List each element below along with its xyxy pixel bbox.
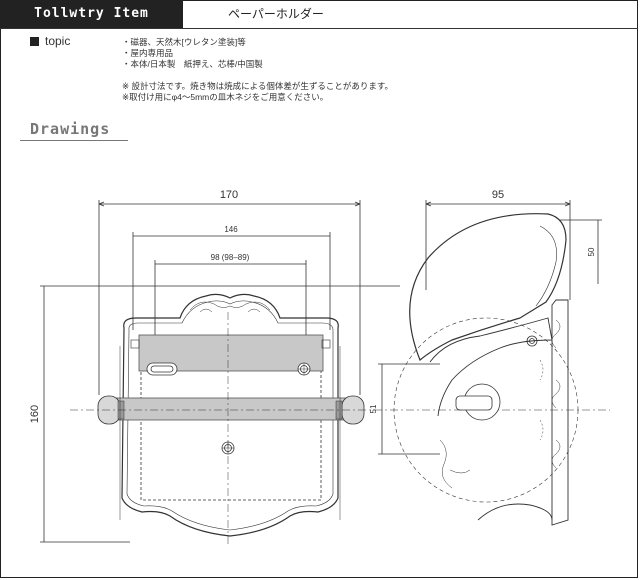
topic-line: ・本体/日本製 紙押え、芯棒/中国製 <box>122 59 263 69</box>
bullet-square-icon <box>30 36 39 46</box>
note-line: ※取付け用にφ4〜5mmの皿木ネジをご用意ください。 <box>122 92 329 102</box>
topic-heading: topic <box>30 34 70 48</box>
topic-line: ・屋内専用品 <box>122 48 174 58</box>
topic-line: ・磁器、天然木[ウレタン塗装]等 <box>122 37 246 47</box>
dimension-label: 170 <box>220 189 238 201</box>
notes: ※ 設計寸法です。焼き物は焼成による個体差が生ずることがあります。 ※取付け用に… <box>122 81 393 103</box>
note-line: ※ 設計寸法です。焼き物は焼成による個体差が生ずることがあります。 <box>122 81 394 91</box>
topic-list: ・磁器、天然木[ウレタン塗装]等 ・屋内専用品 ・本体/日本製 紙押え、芯棒/中… <box>122 37 263 70</box>
dimension-label: 50 <box>587 247 596 256</box>
dimension-label: 160 <box>29 405 41 423</box>
header-bar: Tollwtry Item ペーパーホルダー <box>0 0 638 29</box>
drawings-title: Drawings <box>30 120 111 138</box>
drawings-underline <box>20 140 128 141</box>
dimension-label: 51 <box>369 404 378 413</box>
dimension-label: 95 <box>492 189 504 201</box>
dimension-label: 98 (98–89) <box>211 253 250 262</box>
dimension-label: 146 <box>224 225 238 234</box>
topic-label: topic <box>45 34 71 48</box>
product-title: ペーパーホルダー <box>228 7 324 21</box>
category-tab: Tollwtry Item <box>0 0 183 28</box>
